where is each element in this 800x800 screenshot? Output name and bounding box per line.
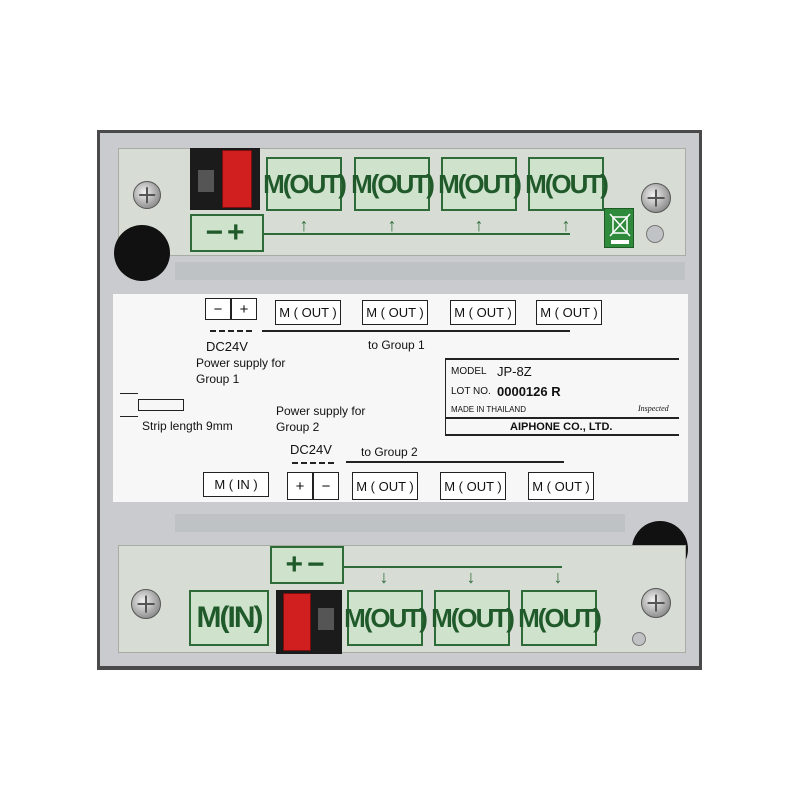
mounting-hole [114, 225, 170, 281]
weee-bin-icon [604, 208, 634, 248]
model-label: MODEL [451, 366, 487, 377]
group1-minus-box: − [205, 298, 231, 320]
group2-plus-box: + [287, 472, 313, 500]
maker-name: AIPHONE CO., LTD. [510, 421, 613, 433]
strip-length-text: Strip length 9mm [142, 419, 233, 433]
pin [646, 225, 664, 243]
wire-slot [198, 170, 214, 192]
arrow-up-icon: ↑ [387, 215, 397, 235]
arrow-up-icon: ↑ [474, 215, 484, 235]
m-out-terminal-4[interactable]: M(OUT) [525, 157, 609, 211]
arrow-down-icon: ↓ [553, 567, 563, 587]
group2-power-text: Group 2 [276, 420, 320, 434]
group2-minus-box: − [313, 472, 339, 500]
model-info-box [445, 358, 679, 436]
arrow-down-icon: ↓ [466, 567, 476, 587]
dc-symbol [210, 330, 252, 332]
bus-line-bottom [344, 566, 562, 568]
group2-out-box-2: M ( OUT ) [440, 472, 506, 500]
arrow-up-icon: ↑ [299, 215, 309, 235]
screw-icon [133, 181, 161, 209]
arrow-up-icon: ↑ [561, 215, 571, 235]
group2-power-text: Power supply for [276, 404, 366, 418]
red-release-lever[interactable] [222, 150, 252, 208]
pin [632, 632, 646, 646]
in-box: M ( IN ) [203, 472, 269, 497]
housing-ribs-bottom [175, 514, 625, 532]
group1-caption: to Group 1 [368, 338, 425, 352]
wire-slot [318, 608, 334, 630]
made-in: MADE IN THAILAND [451, 405, 526, 414]
lot-label: LOT NO. [451, 386, 491, 397]
group1-power-text: Group 1 [196, 372, 240, 386]
group1-bus-line [262, 330, 570, 332]
m-out-terminal-2[interactable]: M(OUT) [351, 157, 435, 211]
group1-out-box-3: M ( OUT ) [450, 300, 516, 325]
group1-out-box-2: M ( OUT ) [362, 300, 428, 325]
wire-strip-diagram [138, 399, 184, 411]
group1-power-text: Power supply for [196, 356, 286, 370]
lot-value: 0000126 R [497, 384, 561, 399]
group1-out-box-1: M ( OUT ) [275, 300, 341, 325]
m-in-terminal[interactable]: M(IN) [189, 590, 269, 646]
m-out-terminal-6[interactable]: M(OUT) [431, 590, 515, 646]
bus-line-top [264, 233, 570, 235]
m-out-terminal-7[interactable]: M(OUT) [518, 590, 602, 646]
group1-voltage: DC24V [206, 339, 248, 354]
screw-icon [641, 183, 671, 213]
arrow-down-icon: ↓ [379, 567, 389, 587]
label-panel [113, 294, 688, 502]
group2-bus-line [346, 461, 564, 463]
screw-icon [641, 588, 671, 618]
model-value: JP-8Z [497, 364, 532, 379]
red-release-lever[interactable] [283, 593, 311, 651]
power-terminal-bottom[interactable]: +− [270, 546, 344, 584]
group2-out-box-1: M ( OUT ) [352, 472, 418, 500]
m-out-terminal-3[interactable]: M(OUT) [438, 157, 522, 211]
screw-icon [131, 589, 161, 619]
m-out-terminal-1[interactable]: M(OUT) [263, 157, 347, 211]
group2-caption: to Group 2 [361, 445, 418, 459]
wire-strip-diagram [120, 393, 138, 417]
group1-out-box-4: M ( OUT ) [536, 300, 602, 325]
divider [445, 417, 679, 419]
inspected-stamp: Inspected [638, 404, 669, 413]
dc-symbol [292, 462, 334, 464]
group1-plus-box: + [231, 298, 257, 320]
group2-voltage: DC24V [290, 442, 332, 457]
housing-ribs-top [175, 262, 685, 280]
group2-out-box-3: M ( OUT ) [528, 472, 594, 500]
power-terminal-top[interactable]: −+ [190, 214, 264, 252]
m-out-terminal-5[interactable]: M(OUT) [344, 590, 428, 646]
